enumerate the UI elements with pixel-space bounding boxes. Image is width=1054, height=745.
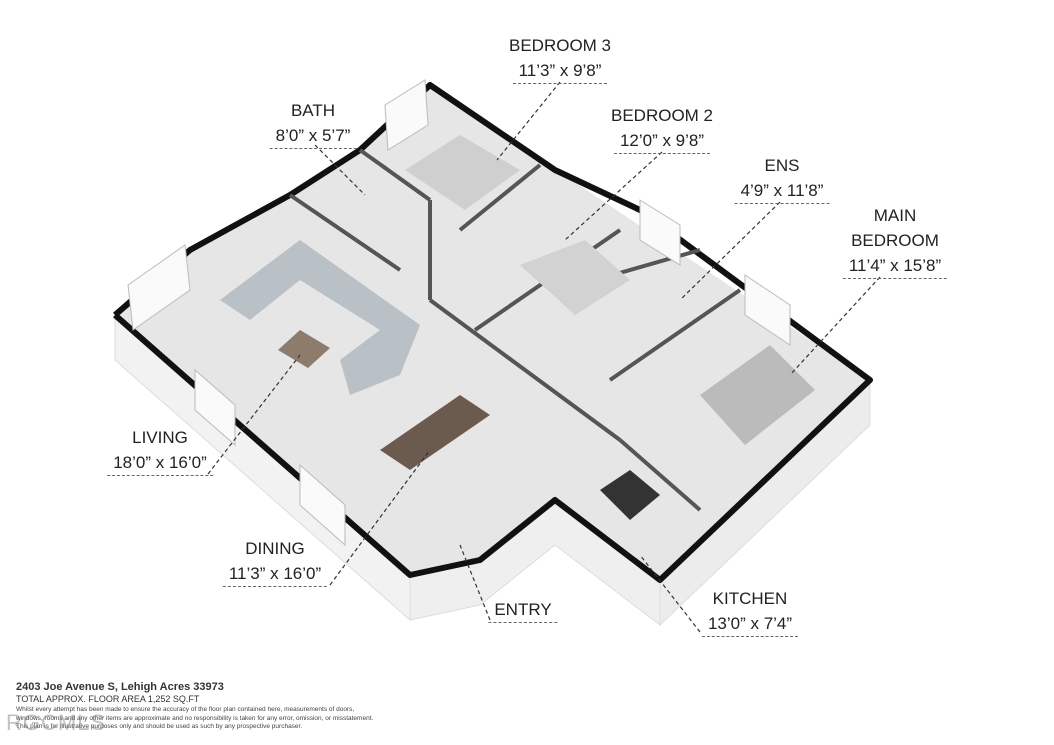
bed-bedroom-3 [405, 135, 520, 210]
room-label-bedroom-2: BEDROOM 2 12’0” x 9’8” [611, 103, 713, 154]
room-dims: 13’0” x 7’4” [701, 611, 799, 637]
kitchen-range [600, 470, 660, 520]
room-label-entry: ENTRY [488, 597, 558, 623]
footer: 2403 Joe Avenue S, Lehigh Acres 33973 TO… [16, 681, 373, 732]
room-name: BEDROOM 2 [610, 106, 714, 125]
disclaimer-line: Whilst every attempt has been made to en… [16, 706, 355, 713]
windows [127, 79, 791, 547]
room-name: ENS [764, 156, 800, 175]
bed-bedroom-2 [520, 240, 630, 315]
dining-table [380, 395, 490, 470]
leader-lines [207, 81, 881, 633]
address: 2403 Joe Avenue S, Lehigh Acres 33973 [16, 681, 224, 693]
room-dims: 12’0” x 9’8” [613, 128, 711, 154]
room-dims: 8’0” x 5’7” [269, 123, 357, 149]
room-dims: 18’0” x 16’0” [107, 450, 213, 476]
room-dims: 4’9” x 11’8” [734, 178, 830, 204]
room-label-bath: BATH 8’0” x 5’7” [269, 98, 357, 149]
room-dims: 11’3” x 16’0” [222, 561, 328, 587]
floor-area: TOTAL APPROX. FLOOR AREA 1,252 SQ.FT [16, 694, 200, 704]
room-label-ens: ENS 4’9” x 11’8” [734, 153, 830, 204]
room-label-living: LIVING 18’0” x 16’0” [107, 425, 213, 476]
room-name: MAIN [873, 206, 917, 225]
room-name: DINING [245, 539, 305, 558]
room-name: BEDROOM 3 [508, 36, 612, 55]
room-name-line-2: BEDROOM [851, 231, 939, 250]
room-label-bedroom-3: BEDROOM 3 11’3” x 9’8” [509, 33, 611, 84]
disclaimer: Whilst every attempt has been made to en… [16, 706, 373, 732]
floor [115, 85, 870, 580]
room-name: ENTRY [488, 597, 558, 623]
room-name: LIVING [132, 428, 188, 447]
room-name: BATH [290, 101, 336, 120]
bed-main [700, 345, 815, 445]
room-label-kitchen: KITCHEN 13’0” x 7’4” [701, 586, 799, 637]
room-dims: 11’3” x 9’8” [512, 58, 608, 84]
room-label-dining: DINING 11’3” x 16’0” [222, 536, 328, 587]
watermark: RGCMLS [6, 710, 107, 735]
coffee-table [278, 330, 330, 368]
room-name: KITCHEN [712, 589, 788, 608]
room-label-main-bedroom: MAIN BEDROOM 11’4” x 15’8” [842, 203, 948, 279]
sofa [220, 240, 420, 395]
room-dims: 11’4” x 15’8” [842, 253, 948, 279]
disclaimer-line: windows, rooms and any other items are a… [16, 714, 374, 722]
disclaimer-line: This plan is for illustrative purposes o… [16, 723, 303, 730]
